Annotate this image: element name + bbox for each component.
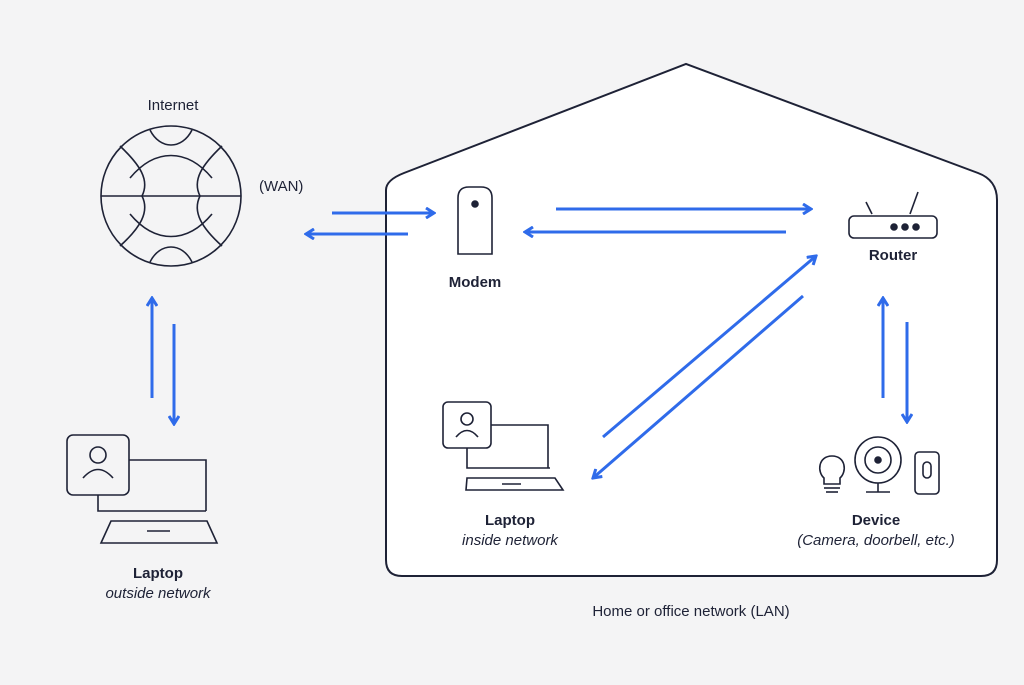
lan-house-outline xyxy=(385,62,998,577)
internet-label: Internet xyxy=(147,97,199,114)
laptop-inside-title: Laptop xyxy=(485,512,535,529)
arrow-router-to-laptop xyxy=(593,294,804,478)
doorbell-icon xyxy=(914,451,940,495)
router-icon xyxy=(848,191,938,239)
modem-label: Modem xyxy=(448,274,502,291)
laptop-inside-subtitle: inside network xyxy=(462,532,558,549)
laptop-outside-title: Laptop xyxy=(133,565,183,582)
camera-icon xyxy=(854,436,902,493)
arrows xyxy=(152,209,907,478)
laptop-inside-icon xyxy=(442,401,565,491)
router-label: Router xyxy=(868,247,918,264)
device-subtitle: (Camera, doorbell, etc.) xyxy=(797,532,955,549)
wan-label: (WAN) xyxy=(259,178,304,195)
lan-label: Home or office network (LAN) xyxy=(592,603,790,620)
modem-icon xyxy=(457,186,493,255)
globe-icon xyxy=(100,125,242,267)
bulb-icon xyxy=(818,455,846,493)
laptop-outside-icon xyxy=(66,434,219,544)
laptop-outside-subtitle: outside network xyxy=(105,585,211,602)
device-title: Device xyxy=(851,512,901,529)
arrow-laptop-to-router xyxy=(602,256,816,439)
